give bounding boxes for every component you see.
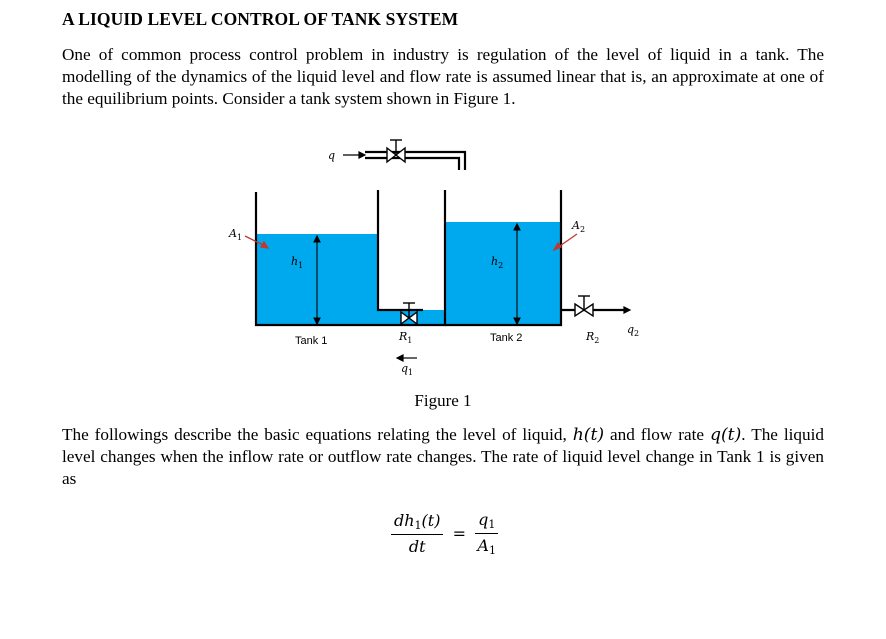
a1-pointer-arrow bbox=[244, 235, 270, 249]
tank-system-figure: q A1 A2 h1 h2 Tank 1 Tank 2 R1 R2 q1 q2 bbox=[228, 139, 639, 377]
tank1-label: Tank 1 bbox=[295, 335, 327, 347]
q1-flow-arrow bbox=[395, 354, 417, 362]
tank1-wall bbox=[254, 190, 447, 327]
document-title: A LIQUID LEVEL CONTROL OF TANK SYSTEM bbox=[62, 9, 459, 29]
h2-label: h2 bbox=[491, 255, 503, 270]
h1-level-indicator bbox=[313, 234, 321, 326]
tank2-wall bbox=[445, 190, 563, 327]
a1-label: A1 bbox=[228, 227, 242, 242]
tank2-liquid bbox=[445, 222, 561, 325]
h-of-t-expression: h(t) bbox=[572, 425, 605, 445]
tank-partition bbox=[376, 190, 423, 312]
h2-level-indicator bbox=[513, 222, 521, 326]
r2-valve-icon bbox=[574, 295, 594, 318]
inlet-flow-arrow bbox=[343, 151, 367, 159]
q1-label: q1 bbox=[401, 362, 413, 377]
figure-caption: Figure 1 bbox=[414, 391, 472, 410]
a2-label: A2 bbox=[571, 219, 585, 234]
a2-pointer-arrow bbox=[552, 233, 578, 252]
rhs-fraction: q1 A1 bbox=[475, 510, 499, 557]
intro-paragraph: One of common process control problem in… bbox=[62, 45, 824, 108]
equations-intro-paragraph: The followings describe the basic equati… bbox=[62, 425, 824, 488]
r2-label: R2 bbox=[585, 330, 599, 345]
r1-valve-icon bbox=[400, 302, 418, 326]
inflow-q-label: q bbox=[328, 149, 335, 162]
q2-label: q2 bbox=[627, 323, 639, 338]
tank2-label: Tank 2 bbox=[490, 332, 522, 344]
inlet-valve-icon bbox=[386, 139, 406, 164]
q-of-t-expression: q(t) bbox=[709, 425, 742, 445]
tank1-rate-equation: dh1(t) dt = q1 A1 bbox=[391, 510, 499, 557]
h1-label: h1 bbox=[291, 255, 303, 270]
inlet-pipe bbox=[365, 150, 467, 170]
lhs-fraction: dh1(t) dt bbox=[391, 511, 444, 556]
r1-label: R1 bbox=[398, 330, 412, 345]
outflow-arrow bbox=[611, 306, 632, 314]
